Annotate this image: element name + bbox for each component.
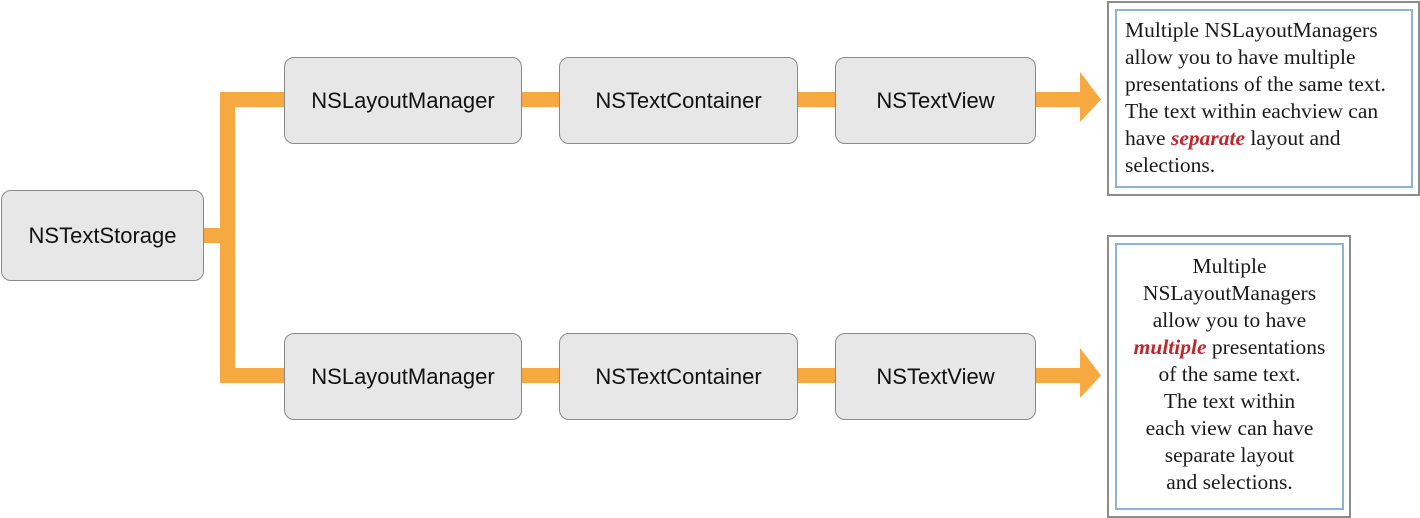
bottom-tc-tv-connector [796,368,836,383]
top-branch-connector [220,92,286,107]
node-label: NSTextStorage [28,222,177,248]
node-label: NSTextView [876,363,995,389]
bottom-lm-tc-connector [520,368,560,383]
top-text-container-node: NSTextContainer [559,57,798,144]
bottom-text-container-node: NSTextContainer [559,333,798,420]
note-line: The text within [1163,389,1296,413]
note-emphasis: separate [1170,126,1246,150]
note-line: Multiple [1192,254,1267,278]
note-line: NSLayoutManagers [1142,281,1317,305]
node-label: NSLayoutManager [311,87,495,113]
note-line: allow you to have [1152,308,1307,332]
top-note-text: Multiple NSLayoutManagers allow you to h… [1115,9,1413,188]
top-tc-tv-connector [796,92,836,107]
note-line: of the same text. [1158,362,1301,386]
note-line: separate layout [1164,443,1295,467]
top-lm-tc-connector [520,92,560,107]
node-label: NSLayoutManager [311,363,495,389]
top-text-view-node: NSTextView [835,57,1036,144]
note-text: layout and selections. [1125,126,1341,177]
note-line: each view can have [1145,416,1314,440]
note-line: and selections. [1166,470,1293,494]
node-label: NSTextView [876,87,995,113]
bottom-text-view-node: NSTextView [835,333,1036,420]
note-emphasis: multiple [1133,335,1207,359]
note-line: multiple presentations [1119,334,1340,361]
bottom-branch-connector [220,368,286,383]
bottom-note: Multiple NSLayoutManagers allow you to h… [1107,235,1351,518]
bottom-arrow-icon [1035,348,1101,398]
branch-vertical-connector [220,92,235,383]
note-text: presentations [1206,335,1326,359]
top-layout-manager-node: NSLayoutManager [284,57,522,144]
top-arrow-icon [1035,72,1101,122]
bottom-layout-manager-node: NSLayoutManager [284,333,522,420]
node-label: NSTextContainer [595,87,762,113]
nstextstorage-node: NSTextStorage [1,190,204,281]
note-text: Multiple NSLayoutManagers allow you to h… [1125,18,1386,150]
top-note: Multiple NSLayoutManagers allow you to h… [1107,1,1420,196]
node-label: NSTextContainer [595,363,762,389]
bottom-note-text: Multiple NSLayoutManagers allow you to h… [1115,243,1344,510]
